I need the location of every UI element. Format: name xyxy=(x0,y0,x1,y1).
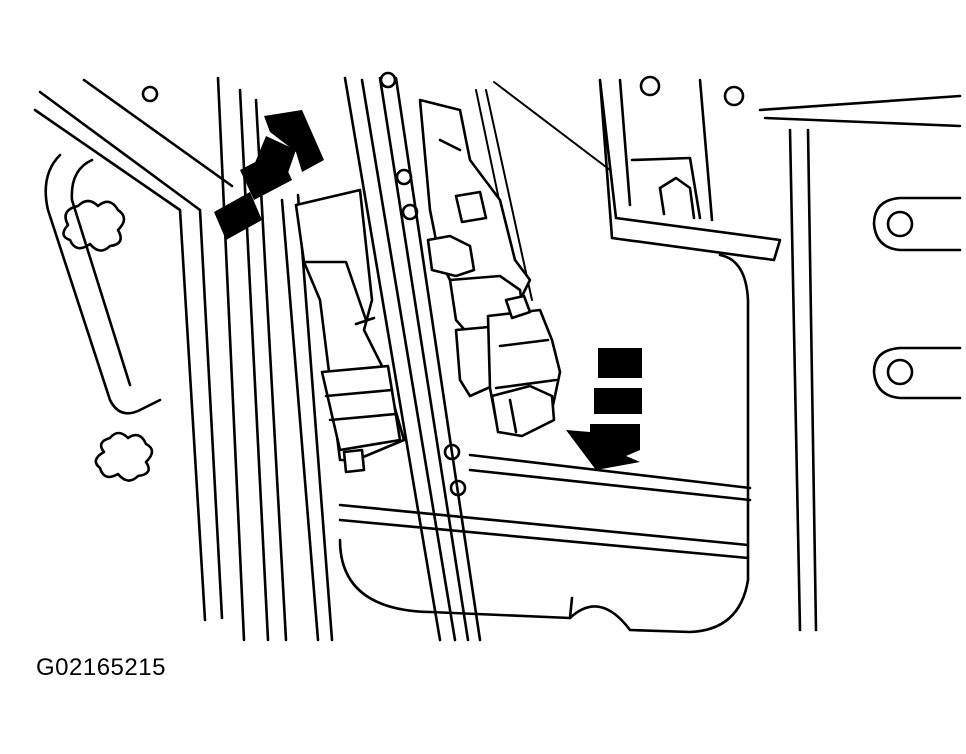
frame-cutout-lower xyxy=(94,431,154,482)
channel-holes xyxy=(379,71,467,497)
rear-bracket xyxy=(598,75,962,632)
left-door-frame xyxy=(33,78,234,622)
latch-assembly xyxy=(294,188,406,474)
latch-connector xyxy=(418,98,562,438)
motion-arrow-lower-right xyxy=(566,348,642,470)
lower-panel xyxy=(338,253,752,634)
motion-arrow-upper-left xyxy=(214,110,324,240)
right-panel-holes xyxy=(872,196,962,400)
figure-code: G02165215 xyxy=(36,654,166,681)
frame-cutout-upper xyxy=(62,199,126,252)
